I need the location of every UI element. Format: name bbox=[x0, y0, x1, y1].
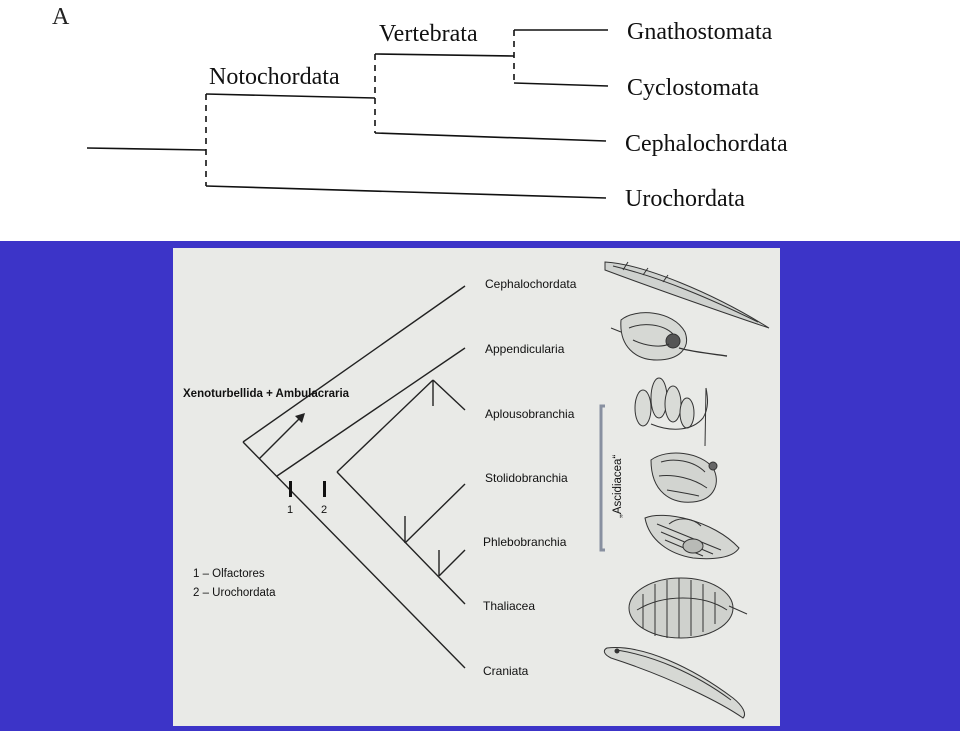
branch-phlebobranchia bbox=[438, 549, 466, 577]
organism-illustrations bbox=[603, 261, 770, 719]
clade-label-vertebrata: Vertebrata bbox=[379, 21, 478, 47]
thaliacean-illustration bbox=[628, 577, 748, 639]
lancelet-illustration bbox=[604, 261, 770, 329]
ascidiacea-label: „Ascidiacea“ bbox=[612, 455, 624, 518]
taxon-label-cephalochordata: Cephalochordata bbox=[625, 131, 788, 157]
taxon-label-appendicularia: Appendicularia bbox=[485, 342, 565, 356]
vertebrata-branch bbox=[374, 53, 515, 57]
top-tree-branches bbox=[86, 29, 609, 199]
top-cladogram: A Notochordata Vertebrata Gnathosto bbox=[52, 4, 788, 212]
outgroup-arrowhead bbox=[295, 413, 305, 423]
taxon-label-stolidobranchia: Stolidobranchia bbox=[485, 471, 568, 485]
taxon-label-cephalochordata-b: Cephalochordata bbox=[485, 277, 577, 291]
branch-thaliacea bbox=[336, 471, 466, 605]
panel-letter: A bbox=[52, 4, 70, 30]
branch-aplousobranchia bbox=[432, 379, 466, 411]
urochordata-branch bbox=[205, 185, 607, 199]
taxon-label-cyclostomata: Cyclostomata bbox=[627, 75, 759, 101]
craniate-illustration bbox=[603, 647, 746, 719]
cyclostomata-branch bbox=[513, 82, 609, 87]
legend-item-1: 1 – Olfactores bbox=[193, 568, 265, 580]
branch-craniata bbox=[242, 441, 466, 669]
marker-bar-1 bbox=[289, 481, 292, 497]
clade-label-notochordata: Notochordata bbox=[209, 64, 340, 90]
branch-cephalochordata bbox=[242, 285, 466, 443]
taxon-label-urochordata: Urochordata bbox=[625, 186, 745, 212]
marker-bar-2 bbox=[323, 481, 326, 497]
outgroup-arrow bbox=[258, 418, 300, 460]
bottom-cladogram: Xenoturbellida + Ambulacraria 1 2 Cephal… bbox=[183, 261, 770, 719]
branch-stolidobranchia bbox=[404, 483, 466, 544]
taxon-label-thaliacea: Thaliacea bbox=[483, 599, 535, 613]
taxon-label-craniata: Craniata bbox=[483, 664, 529, 678]
marker-label-2: 2 bbox=[321, 504, 327, 516]
branch-appendicularia bbox=[276, 347, 466, 477]
cephalochordata-branch bbox=[374, 132, 607, 142]
phlebobranch-illustration bbox=[644, 514, 740, 560]
top-cladogram-panel: A Notochordata Vertebrata Gnathosto bbox=[0, 0, 960, 241]
legend-item-2: 2 – Urochordata bbox=[193, 587, 276, 599]
bottom-cladogram-panel: Xenoturbellida + Ambulacraria 1 2 Cephal… bbox=[173, 248, 780, 726]
aplousobranch-illustration bbox=[634, 377, 709, 447]
notochordata-branch bbox=[205, 93, 376, 99]
branch-inner-node bbox=[336, 379, 434, 473]
bottom-tree-branches bbox=[242, 285, 466, 669]
root-branch bbox=[86, 147, 207, 151]
ascidiacea-bracket bbox=[599, 404, 605, 552]
outgroup-label: Xenoturbellida + Ambulacraria bbox=[183, 388, 350, 400]
taxon-label-gnathostomata: Gnathostomata bbox=[627, 19, 773, 45]
taxon-label-phlebobranchia: Phlebobranchia bbox=[483, 535, 567, 549]
marker-label-1: 1 bbox=[287, 504, 293, 516]
appendicularian-illustration bbox=[610, 312, 728, 361]
stolidobranch-illustration bbox=[650, 452, 718, 503]
taxon-label-aplousobranchia: Aplousobranchia bbox=[485, 407, 575, 421]
